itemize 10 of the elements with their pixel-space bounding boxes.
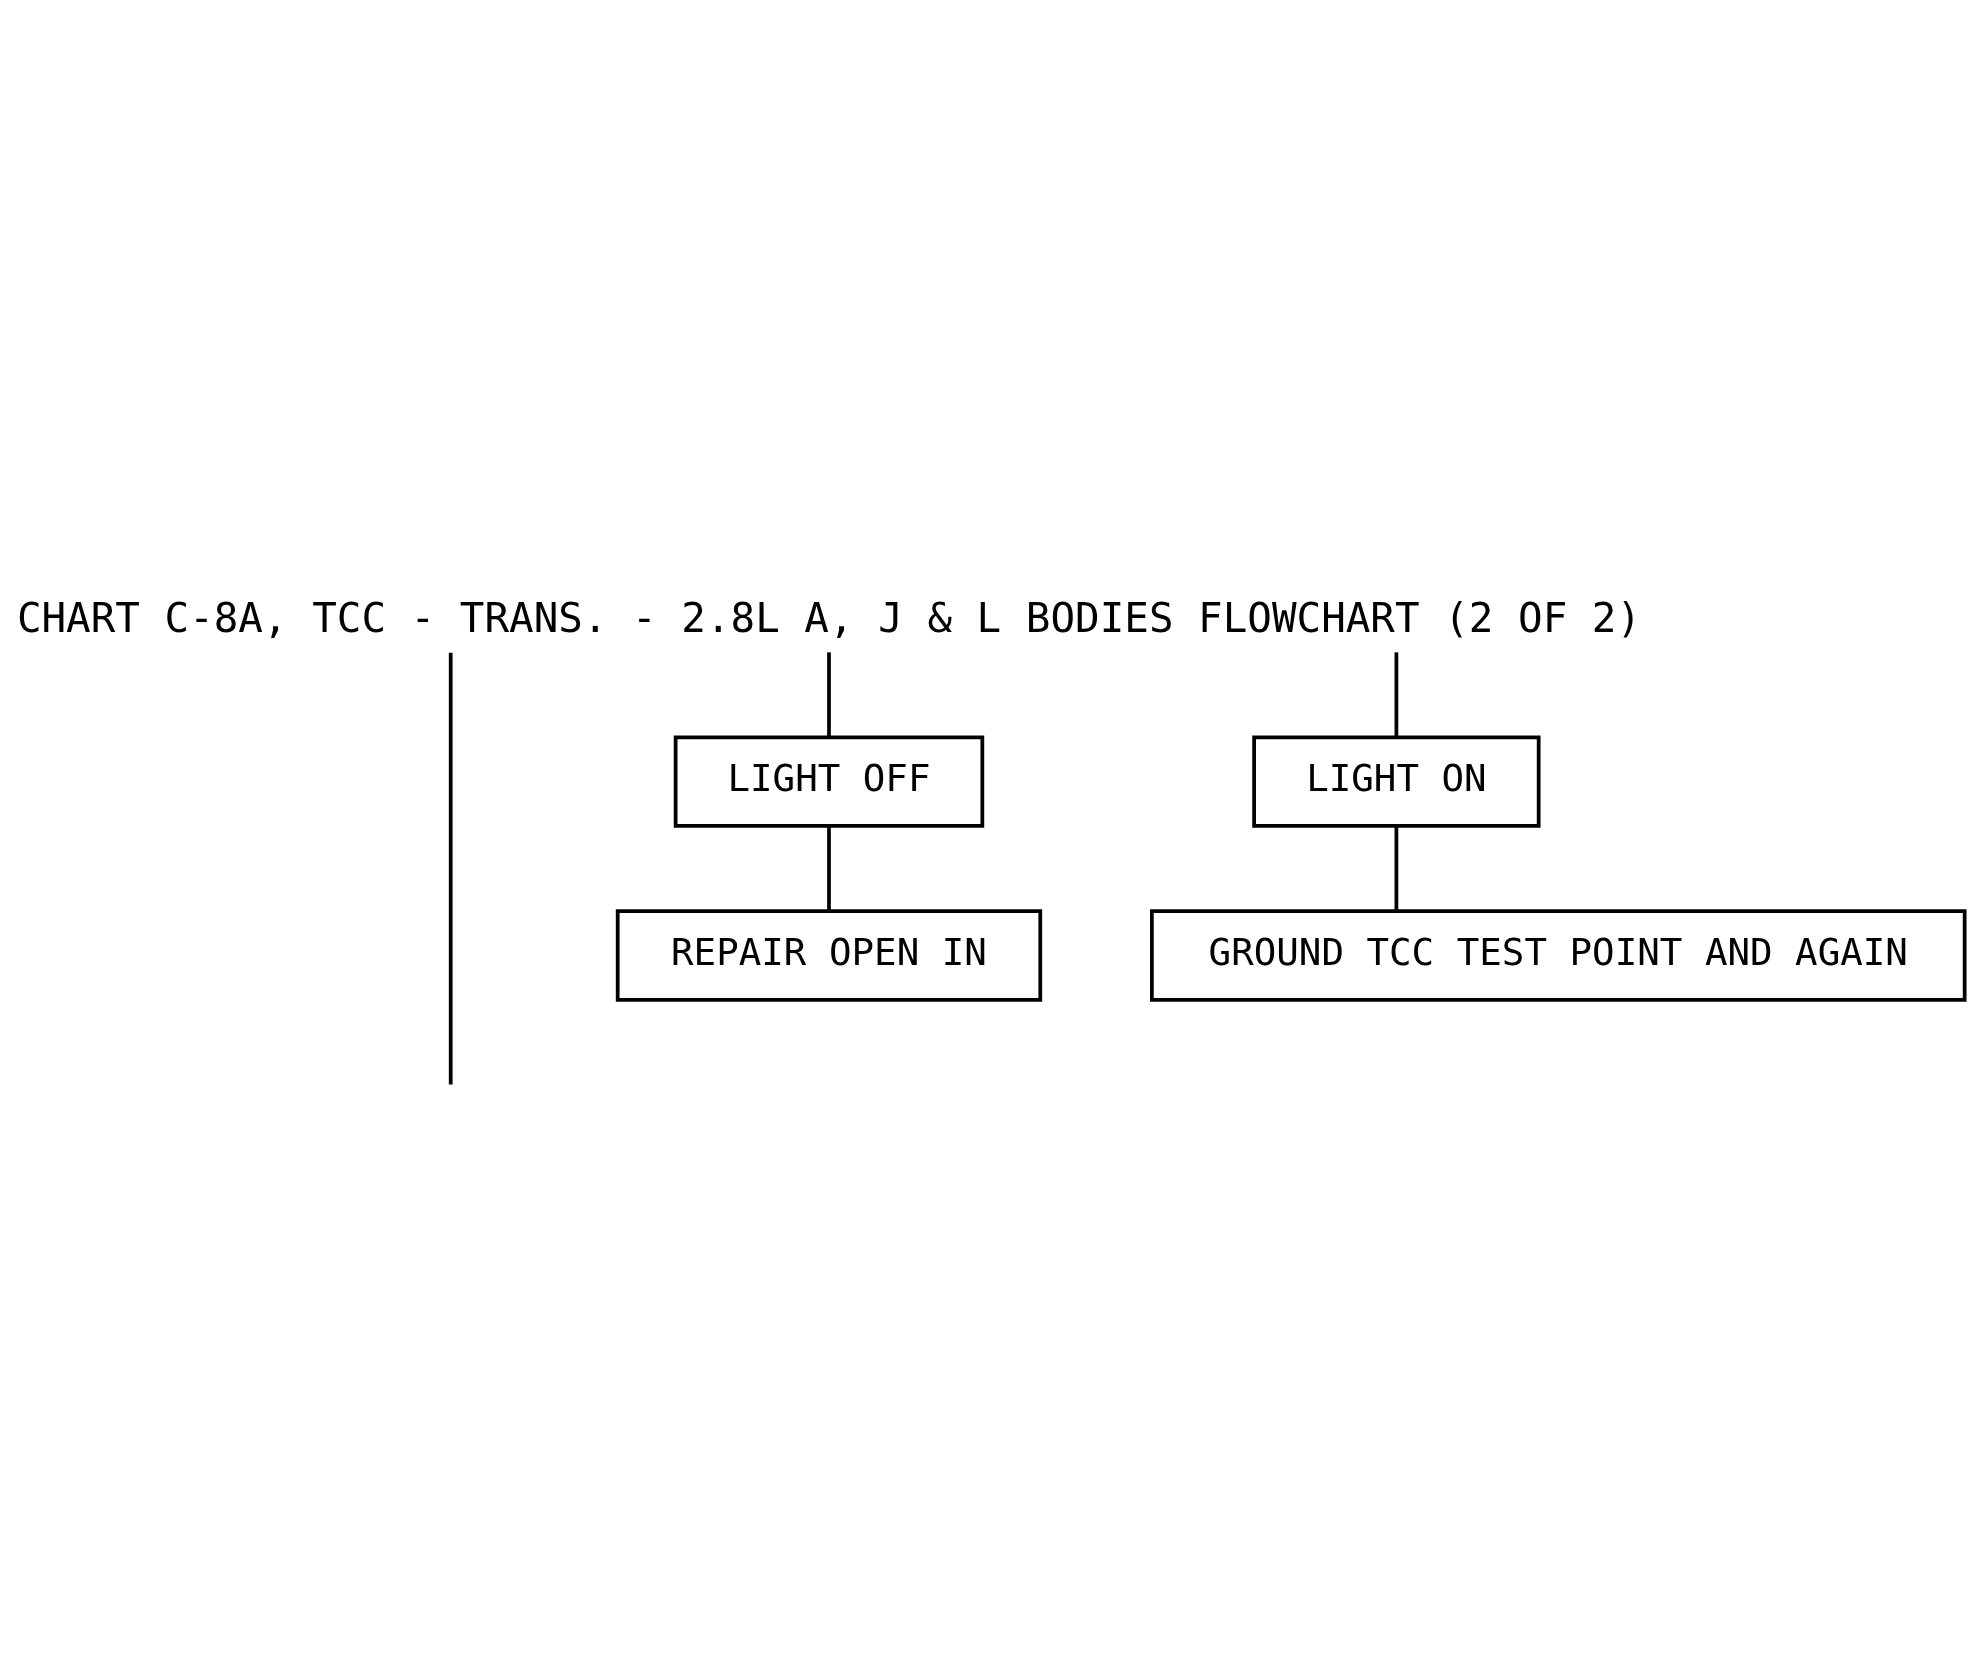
connector [827, 652, 831, 737]
connector [827, 825, 831, 911]
node-box: REPAIR OPEN IN [615, 909, 1043, 1002]
node-text: CHART C-8A, TCC - TRANS. - 2.8L A, J & L BODIES FLOWCHART (2 OF 2) [16, 594, 1642, 643]
connector [1394, 825, 1399, 911]
node-box: LIGHT ON [1252, 735, 1541, 828]
connector [1394, 652, 1399, 737]
connector [448, 652, 453, 1085]
node-box: LIGHT OFF [673, 735, 985, 828]
node-box: GROUND TCC TEST POINT AND AGAIN [1150, 909, 1967, 1002]
